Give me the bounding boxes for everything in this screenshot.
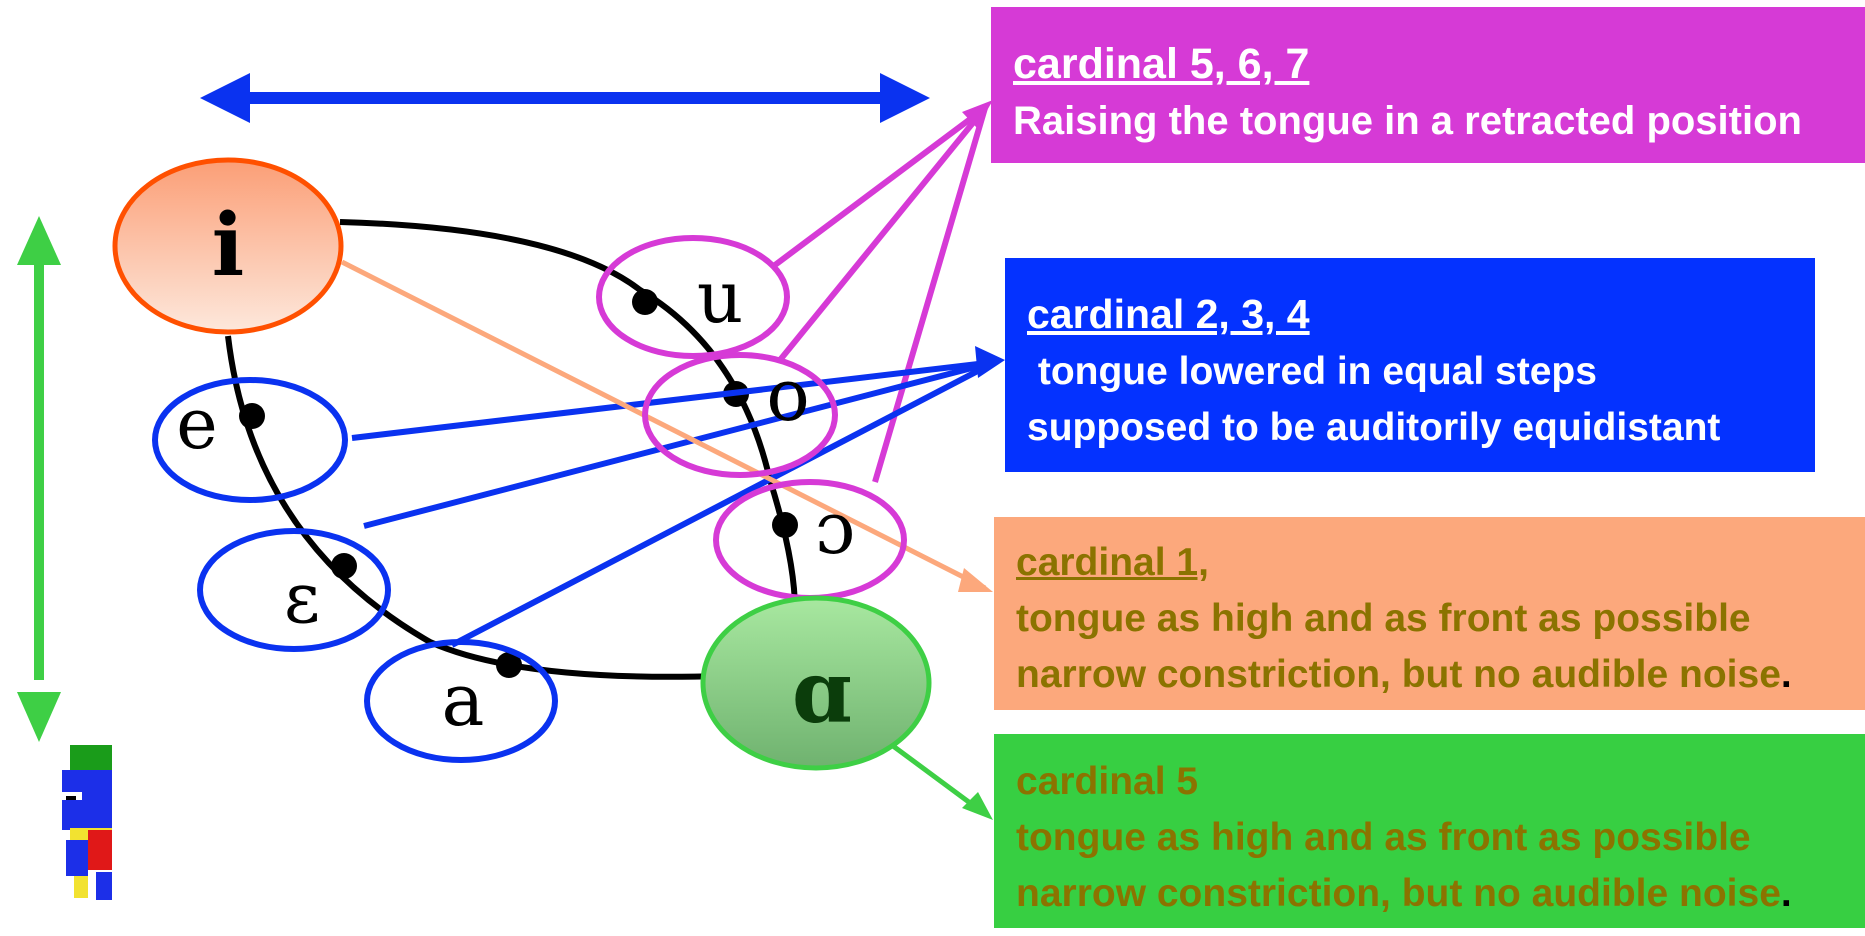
horizontal-double-arrow (200, 73, 930, 123)
connectors-back (773, 100, 993, 483)
dot-open-o (772, 512, 798, 538)
vowel-alpha: ɑ (792, 642, 852, 743)
vowel-i: i (212, 195, 245, 296)
dot-e (239, 403, 265, 429)
box-cardinal-5-line2-wrap: narrow constriction, but no audible nois… (1016, 866, 1865, 922)
ellipse-alpha: ɑ (700, 595, 932, 771)
ellipse-epsilon: ε (197, 528, 391, 652)
box-front-title: cardinal 2, 3, 4 (1027, 291, 1310, 337)
box-cardinal-5-line2: narrow constriction, but no audible nois… (1016, 872, 1781, 915)
box-cardinal-1-line2: narrow constriction, but no audible nois… (1016, 653, 1781, 696)
box-cardinal-5-title: cardinal 5 (1016, 760, 1199, 803)
ellipse-u: u (596, 235, 790, 359)
vowel-e: e (176, 383, 217, 465)
ellipse-o: o (642, 352, 838, 478)
vertical-double-arrow (17, 216, 61, 742)
box-cardinal-1-line2-wrap: narrow constriction, but no audible nois… (1016, 647, 1865, 703)
box-cardinal-5: cardinal 5 tongue as high and as front a… (994, 734, 1865, 928)
box-back-vowels: cardinal 5, 6, 7 Raising the tongue in a… (991, 7, 1865, 163)
box-cardinal-1: cardinal 1, tongue as high and as front … (994, 517, 1865, 710)
box-front-vowels: cardinal 2, 3, 4 tongue lowered in equal… (1005, 258, 1815, 472)
box-cardinal-5-period: . (1780, 872, 1792, 915)
vowel-dots (239, 289, 798, 678)
vowel-o: o (766, 353, 809, 437)
box-cardinal-5-line1: tongue as high and as front as possible (1016, 816, 1751, 859)
vowel-u: u (697, 255, 743, 339)
dot-epsilon (331, 553, 357, 579)
box-front-line2: supposed to be auditorily equidistant (1027, 406, 1721, 449)
vowel-epsilon: ε (284, 557, 320, 639)
dot-a (496, 652, 522, 678)
box-cardinal-1-line1: tongue as high and as front as possible (1016, 597, 1751, 640)
connector-cardinal5 (883, 737, 993, 820)
vowel-a: a (442, 658, 485, 742)
pixel-character-icon (60, 745, 112, 900)
connector-cardinal1 (340, 259, 993, 592)
box-cardinal-1-period: . (1780, 653, 1792, 696)
ellipse-e: e (152, 377, 348, 503)
box-front-line1: tongue lowered in equal steps (1027, 350, 1597, 393)
connectors-front (351, 346, 1005, 648)
dot-u (632, 289, 658, 315)
vowel-open-o: ɔ (815, 486, 855, 570)
ellipse-i: i (112, 157, 344, 335)
box-back-line1: Raising the tongue in a retracted positi… (1013, 99, 1802, 143)
box-cardinal-1-title: cardinal 1, (1016, 541, 1209, 584)
box-back-title: cardinal 5, 6, 7 (1013, 40, 1310, 88)
ellipse-a: a (364, 639, 558, 763)
